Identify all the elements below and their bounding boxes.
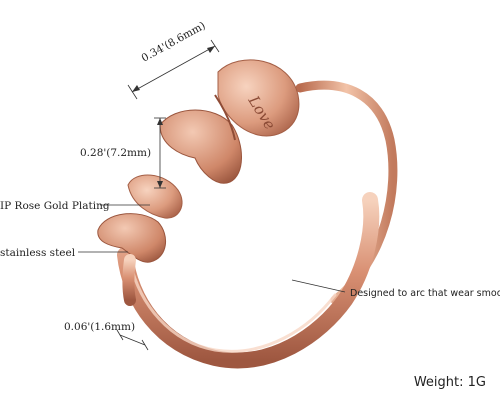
dimension-bottom bbox=[116, 329, 149, 351]
steel-label: stainless steel bbox=[0, 247, 76, 259]
plating-label: IP Rose Gold Plating bbox=[0, 200, 110, 212]
leader-design bbox=[291, 279, 346, 293]
large-butterfly: Love bbox=[159, 59, 300, 184]
ring-band-front bbox=[117, 192, 380, 369]
design-note-label: Designed to arc that wear smooth bbox=[350, 288, 500, 299]
ring-band-back bbox=[295, 80, 398, 305]
weight-label: Weight: 1G bbox=[413, 375, 486, 390]
dimension-top bbox=[127, 39, 220, 100]
small-butterfly bbox=[97, 174, 183, 306]
dimension-bottom-label: 0.06'(1.6mm) bbox=[64, 321, 136, 333]
dimension-middle-label: 0.28'(7.2mm) bbox=[80, 147, 152, 159]
dimension-middle bbox=[154, 117, 166, 189]
